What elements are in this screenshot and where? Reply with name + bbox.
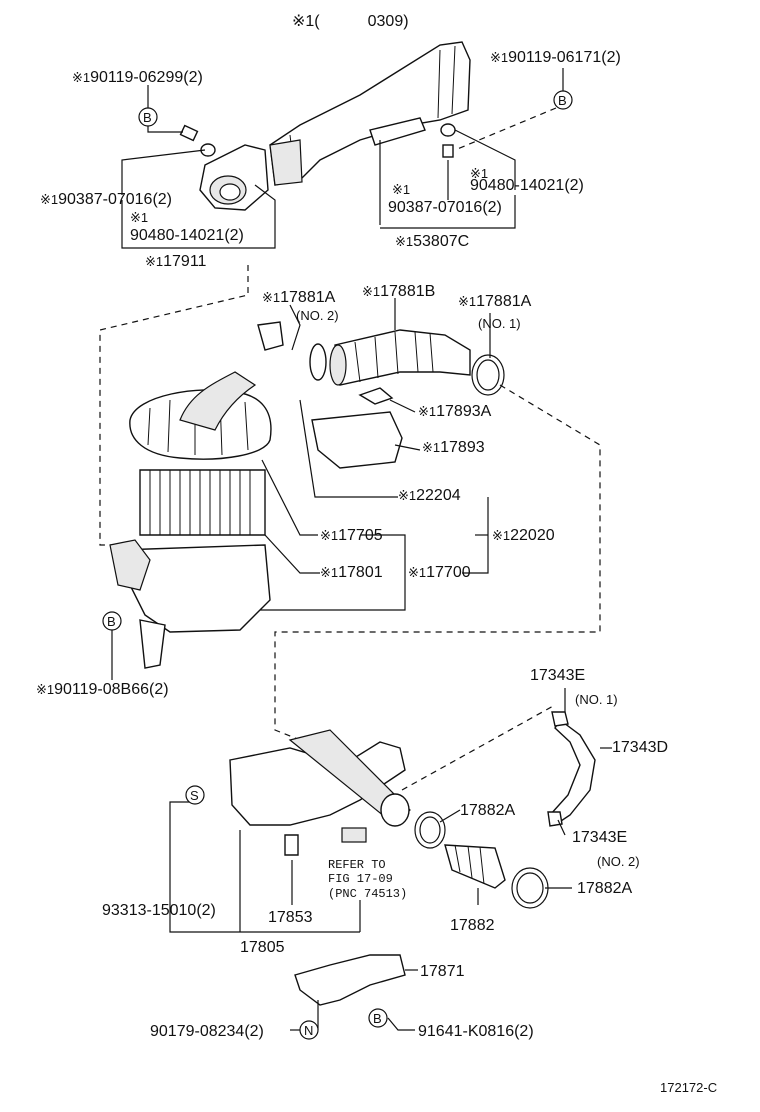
svg-text:B: B	[143, 110, 152, 125]
hose-17882	[444, 844, 506, 889]
svg-text:N: N	[304, 1023, 313, 1038]
callout-22204: ※122204	[398, 487, 461, 504]
callout-17343E-no2: 17343E	[572, 829, 627, 846]
svg-text:B: B	[107, 614, 116, 629]
callout-17893A: ※117893A	[418, 403, 492, 420]
intake-duct-53807C	[269, 41, 471, 186]
callout-90480-14021-left: 90480-14021(2)	[130, 227, 244, 244]
callout-17881A-no2: ※117881A	[262, 289, 336, 306]
air-hose-17881B	[329, 329, 471, 386]
marker-b-top-left: B	[138, 107, 158, 127]
svg-text:S: S	[190, 788, 199, 803]
hose-17343D	[549, 718, 596, 827]
callout-90119-08B66: ※190119-08B66(2)	[36, 681, 169, 698]
marker-b-bottom: B	[368, 1008, 388, 1028]
svg-text:B: B	[373, 1011, 382, 1026]
callout-17343D: 17343D	[612, 739, 668, 756]
grommet-90480-right	[440, 123, 456, 137]
svg-text:B: B	[558, 93, 567, 108]
bracket-17871	[294, 954, 406, 1006]
hose-clamp-17881A-no2	[309, 343, 327, 381]
callout-17801: ※117801	[320, 564, 383, 581]
callout-17882A-top: 17882A	[460, 802, 515, 819]
figure-code: 172172-C	[660, 1080, 717, 1095]
intake-nozzle-17911	[199, 144, 269, 211]
maf-connector	[257, 321, 284, 351]
marker-n: N	[299, 1020, 319, 1040]
clip-90119-06299	[179, 124, 199, 142]
refer-line-1: REFER TO	[328, 858, 386, 872]
label-plate-74513	[341, 827, 367, 843]
clamp-17893A	[358, 387, 394, 405]
marker-s: S	[185, 785, 205, 805]
callout-90179-08234: 90179-08234(2)	[150, 1023, 264, 1040]
callout-17700: ※117700	[408, 564, 471, 581]
resonator-17893	[311, 411, 403, 469]
callout-90387-right-prefix: ※1	[392, 182, 410, 197]
marker-b-top-right: B	[553, 90, 573, 110]
header-date-range: ※1( 0309)	[292, 13, 409, 30]
refer-line-2: FIG 17-09	[328, 872, 393, 886]
callout-17881A-no1-sub: (NO. 1)	[478, 316, 521, 331]
callout-53807C: ※153807C	[395, 233, 469, 250]
callout-17911: ※117911	[145, 253, 207, 270]
clip-90387-right	[442, 144, 454, 158]
clip-17343E-no1	[551, 711, 569, 727]
callout-17881B: ※117881B	[362, 283, 435, 300]
callout-91641-K0816: 91641-K0816(2)	[418, 1023, 534, 1040]
callout-90387-07016-right: 90387-07016(2)	[388, 199, 502, 216]
callout-22020: ※122020	[492, 527, 555, 544]
callout-17705: ※117705	[320, 527, 383, 544]
callout-17343E-no2-sub: (NO. 2)	[597, 854, 640, 869]
marker-b-mid-left: B	[102, 611, 122, 631]
callout-17882: 17882	[450, 917, 495, 934]
callout-90480-right-prefix: ※1	[470, 166, 488, 181]
callout-17881A-no2-sub: (NO. 2)	[296, 308, 339, 323]
callout-90119-06299: ※190119-06299(2)	[72, 69, 203, 86]
refer-line-3: (PNC 74513)	[328, 887, 407, 901]
callout-17882A-bottom: 17882A	[577, 880, 632, 897]
clip-17343E-no2	[547, 811, 563, 827]
callout-17881A-no1: ※117881A	[458, 293, 532, 310]
callout-17853: 17853	[268, 909, 313, 926]
callout-17871: 17871	[420, 963, 465, 980]
callout-17343E-no1-sub: (NO. 1)	[575, 692, 618, 707]
callout-93313-15010: 93313-15010(2)	[102, 902, 216, 919]
callout-90480-14021-right: 90480-14021(2)	[470, 177, 584, 194]
vsv-17853	[284, 834, 299, 856]
callout-17343E-no1: 17343E	[530, 667, 585, 684]
callout-17893: ※117893	[422, 439, 485, 456]
air-cleaner-assembly	[109, 371, 272, 669]
intake-resonator-17805	[229, 729, 411, 827]
callout-17805: 17805	[240, 939, 285, 956]
callout-90387-07016-left: ※190387-07016(2)	[40, 191, 172, 208]
callout-90119-06171: ※190119-06171(2)	[490, 49, 621, 66]
callout-90480-left-prefix: ※1	[130, 210, 148, 225]
